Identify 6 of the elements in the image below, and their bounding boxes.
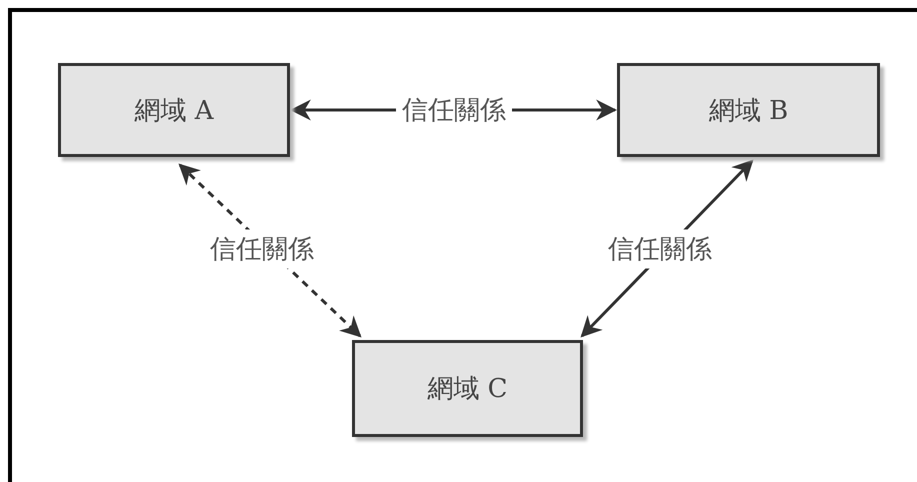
domain-name: 網域 C [427, 373, 508, 406]
domain-box [617, 63, 880, 157]
domain-box [352, 340, 583, 437]
domain-name: 網域 B [708, 94, 788, 128]
domain-box [58, 63, 290, 157]
domain-name: 網域 A [134, 94, 214, 128]
